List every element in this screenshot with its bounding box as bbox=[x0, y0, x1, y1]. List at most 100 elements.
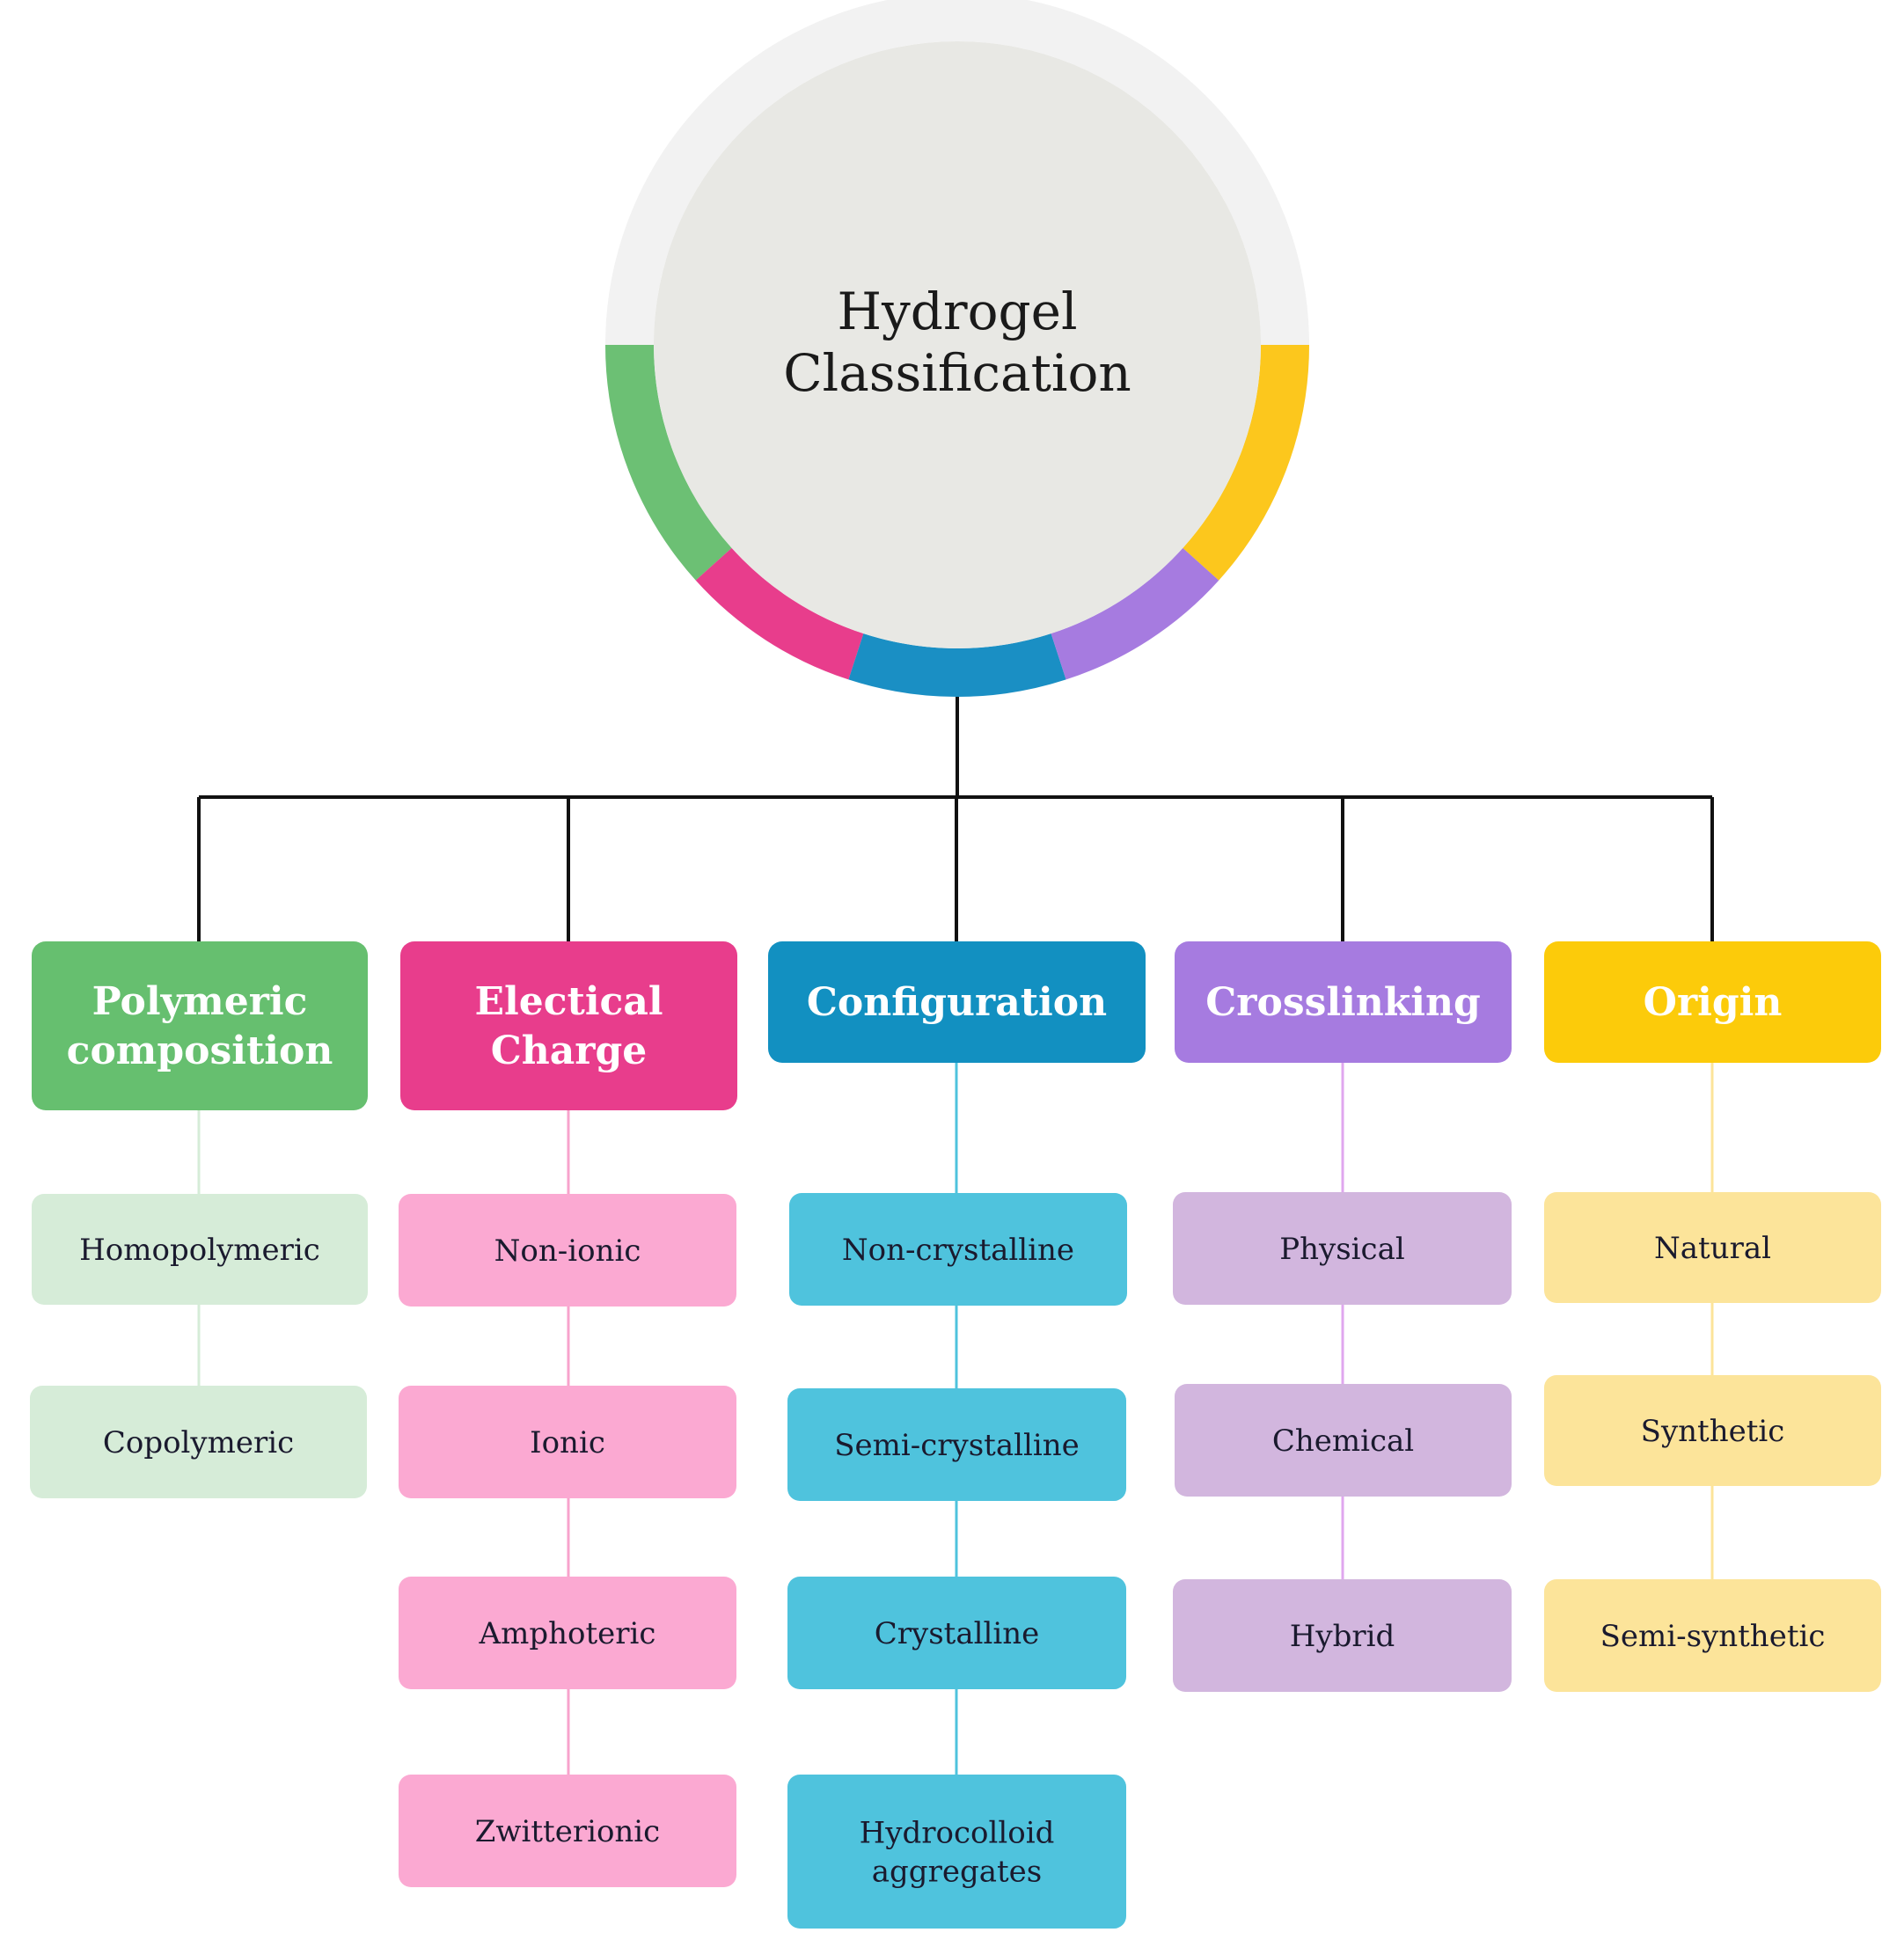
category-label-line: Charge bbox=[491, 1028, 647, 1073]
item-label: Crystalline bbox=[875, 1616, 1040, 1651]
hub-title-line: Hydrogel bbox=[837, 282, 1077, 341]
category-label-line: Origin bbox=[1644, 980, 1783, 1025]
item-node: Chemical bbox=[1175, 1384, 1512, 1497]
item-node: Non-ionic bbox=[399, 1194, 736, 1307]
item-box bbox=[789, 1193, 1127, 1306]
item-label-line: Amphoteric bbox=[479, 1616, 656, 1651]
item-label-line: Crystalline bbox=[875, 1616, 1040, 1651]
item-node: Non-crystalline bbox=[789, 1193, 1127, 1306]
item-box bbox=[1175, 1384, 1512, 1497]
category-label-line: Polymeric bbox=[92, 979, 308, 1024]
item-node: Copolymeric bbox=[30, 1386, 367, 1498]
item-label: Copolymeric bbox=[103, 1425, 294, 1460]
item-label: Ionic bbox=[530, 1425, 605, 1460]
item-box bbox=[399, 1386, 736, 1498]
category-box-crosslinking bbox=[1175, 941, 1512, 1063]
category-label-crosslinking: Crosslinking bbox=[1205, 980, 1480, 1025]
hub-ring-segment-charge bbox=[695, 547, 864, 680]
item-box bbox=[787, 1577, 1126, 1689]
category-column-configuration: ConfigurationNon-crystallineSemi-crystal… bbox=[768, 941, 1146, 1929]
item-label: Natural bbox=[1654, 1231, 1771, 1266]
item-label-line: Synthetic bbox=[1641, 1414, 1785, 1449]
item-box bbox=[787, 1775, 1126, 1929]
category-label-line: Configuration bbox=[807, 980, 1107, 1025]
item-label: Synthetic bbox=[1641, 1414, 1785, 1449]
item-box bbox=[1544, 1192, 1881, 1303]
item-label-line: Zwitterionic bbox=[475, 1814, 660, 1849]
item-label: Hydrocolloid aggregates bbox=[860, 1816, 1055, 1890]
item-node: Homopolymeric bbox=[32, 1194, 368, 1305]
item-node: Synthetic bbox=[1544, 1375, 1881, 1486]
item-label: Zwitterionic bbox=[475, 1814, 660, 1849]
item-box bbox=[32, 1194, 368, 1305]
item-label: Semi-crystalline bbox=[834, 1428, 1080, 1463]
category-label-origin: Origin bbox=[1644, 980, 1783, 1025]
item-label-line: Hydrocolloid bbox=[860, 1816, 1055, 1851]
item-label: Semi-synthetic bbox=[1600, 1619, 1826, 1654]
category-box-polymeric bbox=[32, 941, 368, 1110]
item-node: Ionic bbox=[399, 1386, 736, 1498]
category-box-origin bbox=[1544, 941, 1881, 1063]
connectors bbox=[197, 651, 1714, 943]
item-node: Hybrid bbox=[1173, 1579, 1512, 1692]
item-node: Semi-synthetic bbox=[1544, 1579, 1881, 1692]
item-label-line: Physical bbox=[1279, 1232, 1405, 1267]
category-label-line: Crosslinking bbox=[1205, 980, 1480, 1025]
item-label-line: Semi-crystalline bbox=[834, 1428, 1080, 1463]
item-node: Amphoteric bbox=[399, 1577, 736, 1689]
item-label-line: Ionic bbox=[530, 1425, 605, 1460]
hub-circle bbox=[654, 41, 1261, 648]
category-label-configuration: Configuration bbox=[807, 980, 1107, 1025]
item-box bbox=[1173, 1579, 1512, 1692]
item-label: Non-crystalline bbox=[842, 1233, 1074, 1268]
item-label-line: Chemical bbox=[1272, 1424, 1414, 1459]
item-node: Crystalline bbox=[787, 1577, 1126, 1689]
item-node: Semi-crystalline bbox=[787, 1388, 1126, 1501]
item-label: Hybrid bbox=[1290, 1619, 1395, 1654]
item-label: Chemical bbox=[1272, 1424, 1414, 1459]
item-label-line: Natural bbox=[1654, 1231, 1771, 1266]
item-box bbox=[1544, 1375, 1881, 1486]
category-box-configuration bbox=[768, 941, 1146, 1063]
item-box bbox=[30, 1386, 367, 1498]
item-label-line: Hybrid bbox=[1290, 1619, 1395, 1654]
item-label-line: Copolymeric bbox=[103, 1425, 294, 1460]
category-label-line: Electical bbox=[474, 979, 663, 1024]
item-label-line: Semi-synthetic bbox=[1600, 1619, 1826, 1654]
item-node: Hydrocolloid aggregates bbox=[787, 1775, 1126, 1929]
item-box bbox=[1173, 1192, 1512, 1305]
category-label-line: composition bbox=[67, 1028, 333, 1073]
item-node: Natural bbox=[1544, 1192, 1881, 1303]
hub-ring-segment-configuration bbox=[848, 633, 1066, 697]
item-box bbox=[399, 1775, 736, 1887]
hub-ring-segment-origin bbox=[1183, 344, 1309, 581]
item-label-line: Non-crystalline bbox=[842, 1233, 1074, 1268]
hub-ring-segment-crosslinking bbox=[1051, 547, 1219, 680]
hub-title-line: Classification bbox=[783, 343, 1131, 403]
item-node: Zwitterionic bbox=[399, 1775, 736, 1887]
item-label: Physical bbox=[1279, 1232, 1405, 1267]
item-box bbox=[399, 1577, 736, 1689]
category-box-charge bbox=[400, 941, 737, 1110]
hub-ring-segment-polymeric bbox=[605, 344, 732, 581]
item-label: Non-ionic bbox=[494, 1233, 641, 1269]
item-box bbox=[787, 1388, 1126, 1501]
item-box bbox=[399, 1194, 736, 1307]
item-label: Homopolymeric bbox=[79, 1233, 320, 1268]
item-node: Physical bbox=[1173, 1192, 1512, 1305]
item-label: Amphoteric bbox=[479, 1616, 656, 1651]
item-box bbox=[1544, 1579, 1881, 1692]
item-label-line: aggregates bbox=[872, 1855, 1042, 1890]
item-label-line: Homopolymeric bbox=[79, 1233, 320, 1268]
item-label-line: Non-ionic bbox=[494, 1233, 641, 1269]
